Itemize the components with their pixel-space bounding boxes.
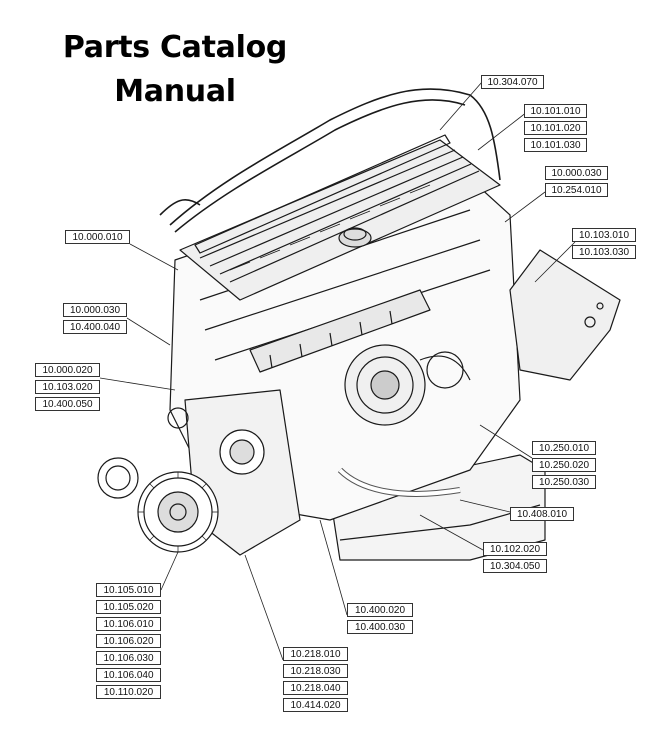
rear-bracket (509, 249, 621, 381)
valve-cover (179, 134, 501, 301)
accessory-pulleys (97, 407, 265, 499)
crankshaft-damper (137, 471, 219, 553)
callout-label: 10.101.010 (524, 104, 587, 118)
callout-label: 10.103.020 (35, 380, 100, 394)
callout-label: 10.105.010 (96, 583, 161, 597)
callout-label: 10.218.030 (283, 664, 348, 678)
callout-label: 10.000.030 (545, 166, 608, 180)
page-title: Parts Catalog Manual (20, 26, 330, 114)
callout-label: 10.414.020 (283, 698, 348, 712)
callout-label: 10.304.070 (481, 75, 544, 89)
callout-label: 10.000.020 (35, 363, 100, 377)
callout-label: 10.106.040 (96, 668, 161, 682)
callout-label: 10.000.030 (63, 303, 127, 317)
callout-label: 10.218.010 (283, 647, 348, 661)
callout-label: 10.000.010 (65, 230, 130, 244)
fuel-lines (159, 88, 501, 233)
oil-filler-cap (338, 227, 372, 248)
callout-label: 10.102.020 (483, 542, 547, 556)
title-line-2: Manual (114, 74, 236, 109)
callout-label: 10.400.040 (63, 320, 127, 334)
callout-label: 10.250.030 (532, 475, 596, 489)
callout-label: 10.400.030 (347, 620, 413, 634)
callout-label: 10.106.010 (96, 617, 161, 631)
exhaust-manifold (249, 289, 431, 373)
callout-label: 10.254.010 (545, 183, 608, 197)
callout-label: 10.400.050 (35, 397, 100, 411)
callout-label: 10.106.020 (96, 634, 161, 648)
title-line-1: Parts Catalog (62, 30, 288, 65)
callout-label: 10.105.020 (96, 600, 161, 614)
intake-pipe (337, 467, 461, 497)
callout-label: 10.110.020 (96, 685, 161, 699)
leader-lines (99, 81, 576, 661)
callout-label: 10.103.030 (572, 245, 636, 259)
callout-label: 10.101.030 (524, 138, 587, 152)
callout-label: 10.400.020 (347, 603, 413, 617)
callout-label: 10.103.010 (572, 228, 636, 242)
callout-label: 10.408.010 (510, 507, 574, 521)
callout-label: 10.304.050 (483, 559, 547, 573)
callout-label: 10.218.040 (283, 681, 348, 695)
callout-label: 10.250.010 (532, 441, 596, 455)
callout-label: 10.250.020 (532, 458, 596, 472)
turbocharger (344, 344, 471, 426)
callout-label: 10.106.030 (96, 651, 161, 665)
callout-label: 10.101.020 (524, 121, 587, 135)
